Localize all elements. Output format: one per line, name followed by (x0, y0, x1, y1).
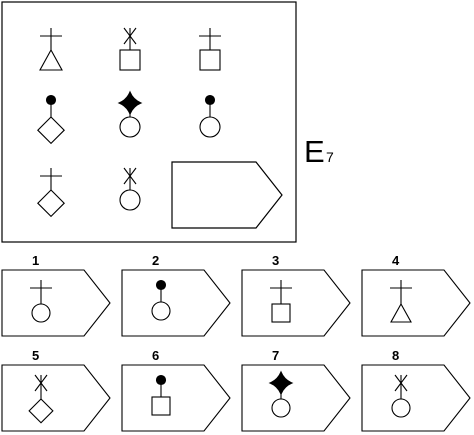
star-icon (117, 90, 143, 116)
circle-shape (119, 189, 141, 211)
asterisk-stroke (123, 167, 137, 185)
asterisk-stroke (394, 374, 408, 392)
answer-option-3[interactable]: 3 (241, 253, 351, 337)
option-pentagon-frame (121, 269, 231, 337)
answer-option-8[interactable]: 8 (361, 348, 471, 432)
matrix-cell (199, 28, 221, 71)
square-shape (199, 49, 221, 71)
figure-star-circle (117, 90, 143, 138)
matrix-cell (37, 168, 65, 218)
figure-cross-triangle (39, 28, 63, 71)
answer-option-6[interactable]: 6 (121, 348, 231, 432)
option-number-label: 6 (152, 348, 159, 363)
figure-dot-circle (199, 94, 221, 138)
figure-asterisk-diamond (28, 374, 54, 424)
figure-cross-diamond (37, 168, 65, 218)
diamond-shape (37, 189, 65, 218)
circle-shape (31, 303, 51, 323)
circle-shape (391, 398, 411, 418)
option-pentagon-frame (1, 364, 111, 432)
circle-shape (199, 116, 221, 138)
figure-cross-triangle (390, 280, 412, 323)
triangle-shape (39, 48, 63, 71)
asterisk-stroke (34, 374, 48, 392)
figure-dot-square (151, 374, 171, 416)
circle-shape (151, 301, 171, 321)
figure-cross-square (270, 280, 292, 323)
option-pentagon-frame (361, 364, 471, 432)
matrix-cell (37, 94, 65, 145)
option-pentagon-frame (361, 269, 471, 337)
option-number-label: 3 (272, 253, 279, 268)
asterisk-stroke (123, 27, 137, 45)
figure-dot-diamond (37, 94, 65, 145)
option-number-label: 7 (272, 348, 279, 363)
matrix-cell (199, 94, 221, 138)
figure-asterisk-circle (119, 167, 141, 211)
figure-cross-circle (30, 280, 52, 323)
square-shape (271, 303, 291, 323)
option-pentagon-frame (1, 269, 111, 337)
dot-icon (45, 94, 57, 106)
square-shape (151, 396, 171, 416)
answer-option-1[interactable]: 1 (1, 253, 111, 337)
matrix-cell (119, 167, 141, 211)
missing-cell-placeholder (171, 161, 283, 229)
dot-icon (155, 374, 167, 386)
option-number-label: 8 (392, 348, 399, 363)
option-pentagon-frame (241, 364, 351, 432)
matrix-grid (37, 27, 221, 218)
answer-option-4[interactable]: 4 (361, 253, 471, 337)
diamond-shape (28, 398, 54, 424)
option-pentagon-frame (241, 269, 351, 337)
triangle-shape (390, 302, 412, 323)
option-number-label: 1 (32, 253, 39, 268)
figure-asterisk-circle (391, 374, 411, 418)
dot-icon (204, 94, 216, 106)
figure-asterisk-square (119, 27, 141, 71)
square-shape (119, 49, 141, 71)
matrix-cell (39, 28, 63, 71)
matrix-frame (1, 1, 297, 243)
figure-dot-circle (151, 279, 171, 321)
option-number-label: 4 (392, 253, 400, 268)
star-icon (268, 370, 294, 396)
puzzle-id-number: 7 (326, 149, 334, 165)
figure-cross-square (199, 28, 221, 71)
circle-shape (119, 116, 141, 138)
diamond-shape (37, 116, 65, 145)
option-number-label: 5 (32, 348, 39, 363)
option-pentagon-frame (121, 364, 231, 432)
answer-options: 1 2 3 4 5 6 7 8 (1, 253, 471, 432)
option-number-label: 2 (152, 253, 159, 268)
figure-star-circle (268, 370, 294, 418)
answer-option-7[interactable]: 7 (241, 348, 351, 432)
puzzle-id-letter: E (304, 134, 325, 169)
answer-option-2[interactable]: 2 (121, 253, 231, 337)
dot-icon (155, 279, 167, 291)
matrix-cell (117, 90, 143, 138)
answer-option-5[interactable]: 5 (1, 348, 111, 432)
matrix-cell (119, 27, 141, 71)
circle-shape (271, 398, 291, 418)
